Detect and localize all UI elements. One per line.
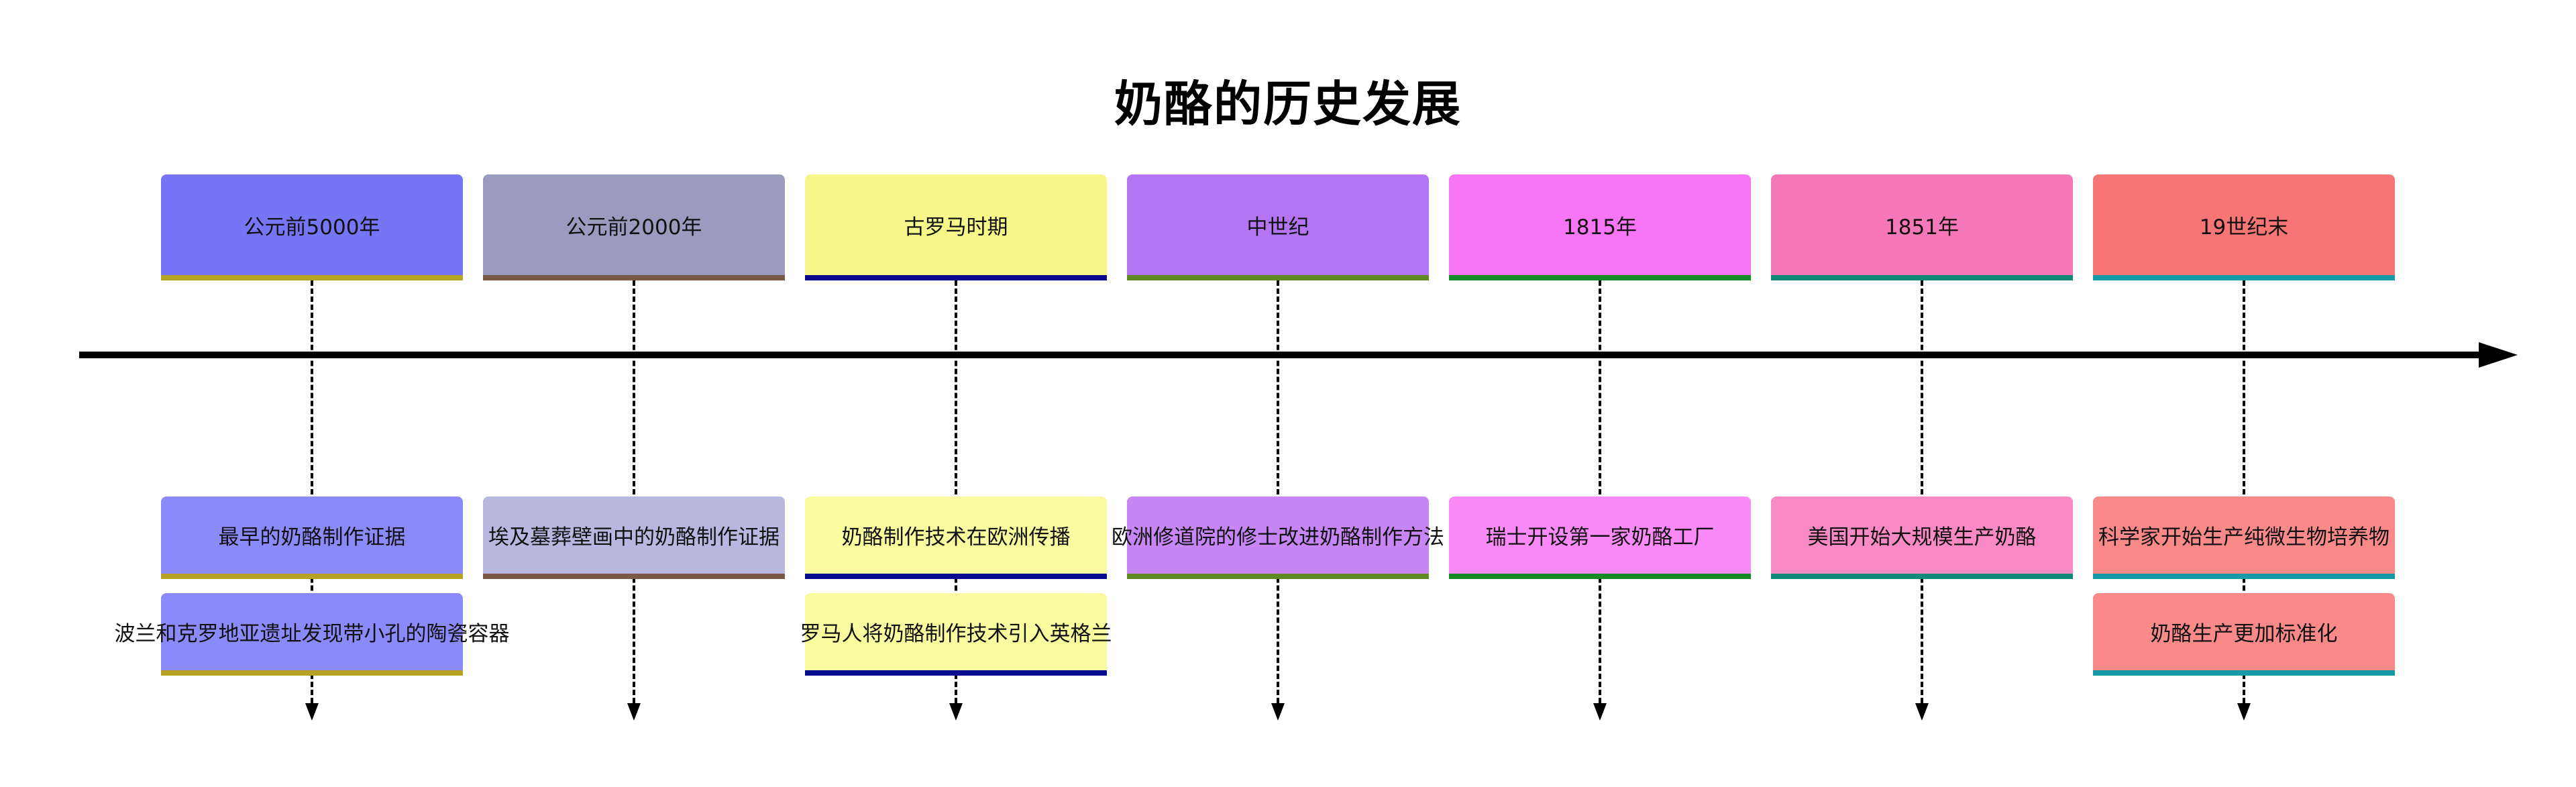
connector-arrow-icon [2237, 703, 2251, 721]
period-box: 1851年 [1771, 174, 2073, 280]
event-box: 美国开始大规模生产奶酪 [1771, 496, 2073, 579]
connector-arrow-icon [1915, 703, 1929, 721]
timeline-connector [633, 280, 635, 703]
connector-arrow-icon [949, 703, 963, 721]
period-box: 19世纪末 [2093, 174, 2395, 280]
timeline-axis-arrowhead [2479, 342, 2518, 368]
timeline-connector [2243, 280, 2245, 703]
timeline-connector [311, 280, 313, 703]
connector-arrow-icon [305, 703, 319, 721]
period-box: 中世纪 [1127, 174, 1429, 280]
event-box: 瑞士开设第一家奶酪工厂 [1449, 496, 1751, 579]
connector-arrow-icon [627, 703, 641, 721]
period-box: 1815年 [1449, 174, 1751, 280]
event-box: 科学家开始生产纯微生物培养物 [2093, 496, 2395, 579]
diagram-title: 奶酪的历史发展 [1114, 76, 1462, 132]
event-box: 欧洲修道院的修士改进奶酪制作方法 [1112, 496, 1444, 579]
period-box: 公元前5000年 [161, 174, 463, 280]
event-box: 波兰和克罗地亚遗址发现带小孔的陶瓷容器 [115, 593, 510, 676]
connector-arrow-icon [1593, 703, 1607, 721]
timeline-connector [1921, 280, 1923, 703]
timeline-connector [955, 280, 957, 703]
timeline-axis [79, 352, 2481, 358]
timeline-connector [1599, 280, 1601, 703]
event-box: 罗马人将奶酪制作技术引入英格兰 [800, 593, 1112, 676]
event-box: 最早的奶酪制作证据 [161, 496, 463, 579]
timeline-connector [1277, 280, 1279, 703]
period-box: 公元前2000年 [483, 174, 785, 280]
event-box: 埃及墓葬壁画中的奶酪制作证据 [483, 496, 785, 579]
event-box: 奶酪制作技术在欧洲传播 [805, 496, 1107, 579]
event-box: 奶酪生产更加标准化 [2093, 593, 2395, 676]
connector-arrow-icon [1271, 703, 1285, 721]
period-box: 古罗马时期 [805, 174, 1107, 280]
